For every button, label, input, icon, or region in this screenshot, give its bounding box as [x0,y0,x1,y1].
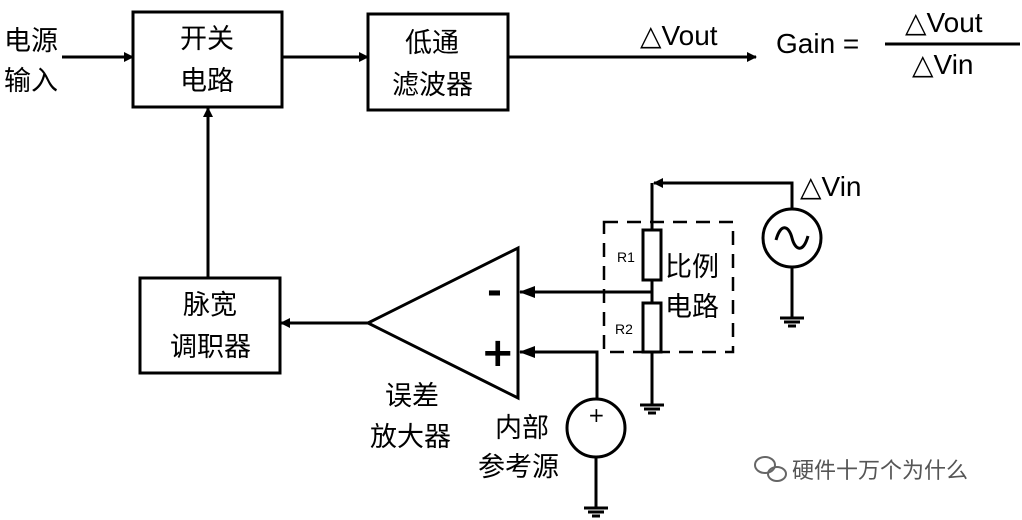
wechat-icon [754,456,787,482]
amp-label-2: 放大器 [370,422,451,453]
amp-minus-sign: - [487,271,502,312]
reference-plus-sign: + [588,403,605,427]
divider-label-1: 比例 [665,252,719,283]
gain-prefix: Gain = [776,28,859,59]
ref-to-plus-arrow [519,346,599,400]
resistor-r2 [641,301,663,354]
gain-denominator: △Vin [912,49,974,80]
switch-circuit-label-2: 电路 [180,66,234,97]
pwm-label-2: 调职器 [170,332,251,363]
divider-label-2: 电路 [665,292,719,323]
r1-label: R1 [617,249,635,265]
ground-icon [584,506,608,518]
sine-wave-icon [774,226,810,250]
vin-label: △Vin [800,171,862,202]
gain-numerator: △Vout [905,7,983,38]
divider-dashed-box [602,220,735,354]
r2-label: R2 [615,321,633,337]
vin-to-divider-arrow [653,178,794,209]
input-label-line1: 电源 [4,26,58,57]
resistor-r1 [641,228,663,282]
amp-label-1: 误差 [385,381,439,412]
lowpass-filter-label-1: 低通 [405,28,459,59]
watermark-text: 硬件十万个为什么 [792,459,968,484]
input-label-line2: 输入 [4,66,58,97]
pwm-label-1: 脉宽 [183,290,237,321]
amp-plus-sign: + [481,330,515,376]
vout-label: △Vout [640,20,718,51]
ground-icon [780,316,804,328]
lowpass-filter-label-2: 滤波器 [392,70,473,101]
switch-circuit-label-1: 开关 [180,24,234,55]
reference-label-1: 内部 [495,413,549,444]
ground-icon [640,403,664,415]
error-amplifier-triangle [364,245,520,401]
reference-label-2: 参考源 [478,452,559,483]
lowpass-filter-block [366,12,510,112]
